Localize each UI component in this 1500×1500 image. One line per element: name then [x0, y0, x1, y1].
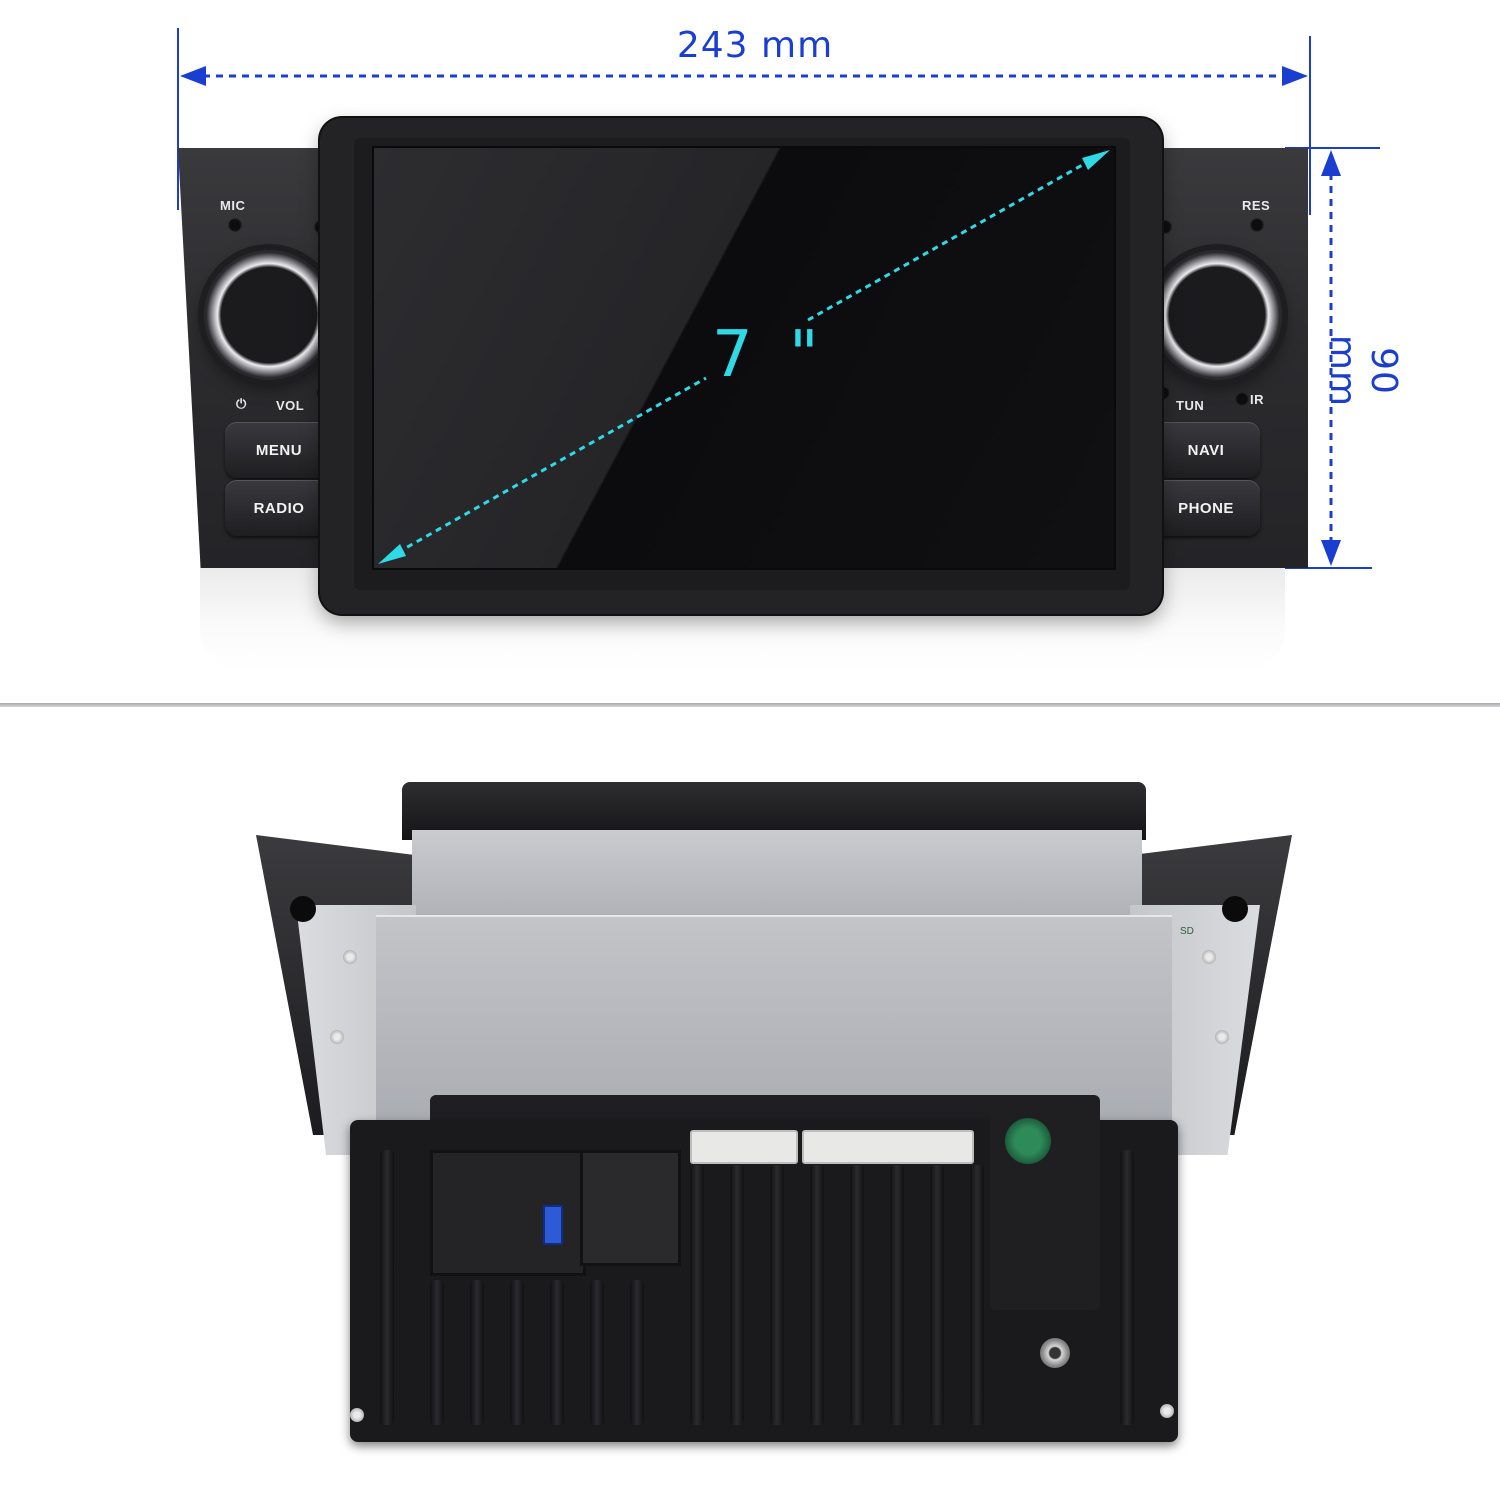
mic-hole	[228, 218, 242, 232]
menu-button[interactable]: MENU	[225, 422, 333, 478]
fin	[510, 1280, 524, 1425]
bracket-screw	[330, 1030, 344, 1044]
bracket-screw	[1202, 950, 1216, 964]
power-icon: ⏻	[236, 396, 247, 411]
navi-button[interactable]: NAVI	[1152, 422, 1260, 478]
power-socket-block[interactable]	[580, 1150, 681, 1266]
section-divider	[0, 703, 1500, 707]
rear-top-metal-cover	[412, 830, 1142, 920]
front-view: 243 mm 90 mm MIC ⏻ VOL MENU RADIO RES TU…	[0, 0, 1500, 700]
chassis-screw	[350, 1408, 364, 1422]
gps-antenna-port[interactable]	[1005, 1118, 1051, 1164]
fin	[930, 1165, 944, 1425]
tun-label: TUN	[1176, 398, 1205, 413]
fin	[1120, 1150, 1134, 1425]
blue-fuse	[543, 1205, 563, 1245]
screen-diagonal-arrow	[378, 150, 1110, 564]
fin	[470, 1280, 484, 1425]
frame-hole	[290, 896, 316, 922]
radio-antenna-port[interactable]	[1040, 1338, 1070, 1368]
res-label: RES	[1242, 198, 1271, 213]
fin	[690, 1165, 704, 1425]
fin	[770, 1165, 784, 1425]
volume-knob[interactable]	[204, 250, 334, 380]
chassis-screw	[1160, 1404, 1174, 1418]
bracket-screw	[1215, 1030, 1229, 1044]
reset-hole	[1250, 218, 1264, 232]
rear-connector[interactable]	[690, 1130, 798, 1164]
fin	[550, 1280, 564, 1425]
bracket-screw	[343, 950, 357, 964]
rear-connector[interactable]	[802, 1130, 974, 1164]
vol-label: VOL	[276, 398, 305, 413]
fin	[630, 1280, 644, 1425]
fin	[380, 1150, 394, 1425]
phone-button[interactable]: PHONE	[1152, 480, 1260, 536]
tuning-knob[interactable]	[1152, 250, 1282, 380]
fin	[590, 1280, 604, 1425]
fin	[890, 1165, 904, 1425]
fin	[970, 1165, 984, 1425]
frame-hole	[1222, 896, 1248, 922]
fin	[730, 1165, 744, 1425]
radio-button[interactable]: RADIO	[225, 480, 333, 536]
ir-sensor	[1235, 392, 1249, 406]
ir-label: IR	[1250, 392, 1264, 407]
fin	[810, 1165, 824, 1425]
screen-size-label: 7 "	[712, 318, 827, 392]
sd-slot-label: SD	[1180, 926, 1194, 937]
fin	[850, 1165, 864, 1425]
fin	[430, 1280, 444, 1425]
width-dimension-label: 243 mm	[676, 25, 834, 66]
mic-label: MIC	[220, 198, 246, 213]
dimension-guides	[177, 28, 1380, 569]
